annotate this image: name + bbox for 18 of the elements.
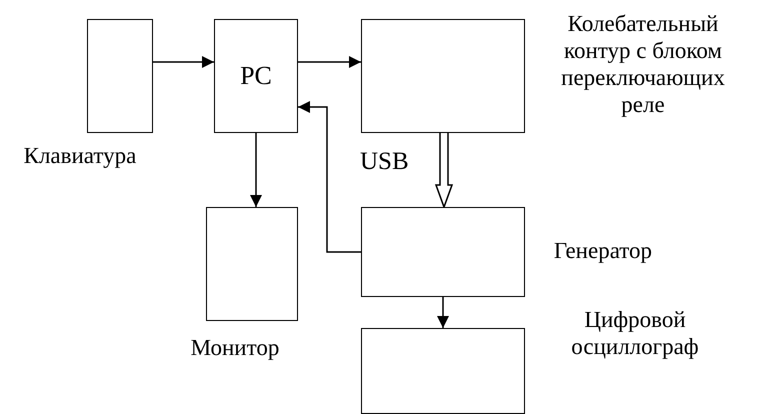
box-label: PC [240, 61, 272, 91]
empty-box [361, 207, 525, 297]
node-caption: Генератор [552, 237, 654, 264]
empty-box [87, 19, 153, 133]
empty-box [361, 328, 525, 414]
node-caption: Колебательный контур с блоком переключающих реле [560, 10, 726, 118]
hollow-arrow [434, 132, 454, 210]
arrow [298, 101, 361, 253]
empty-box [206, 207, 298, 321]
node-caption: Монитор [190, 334, 280, 361]
arrow [250, 133, 262, 207]
empty-box [361, 19, 525, 133]
arrow [298, 56, 361, 68]
arrow [153, 56, 214, 68]
node-caption: Цифровой осциллограф [570, 306, 700, 360]
process-box [214, 19, 298, 133]
node-caption: Клавиатура [22, 142, 138, 169]
arrow [437, 297, 449, 328]
